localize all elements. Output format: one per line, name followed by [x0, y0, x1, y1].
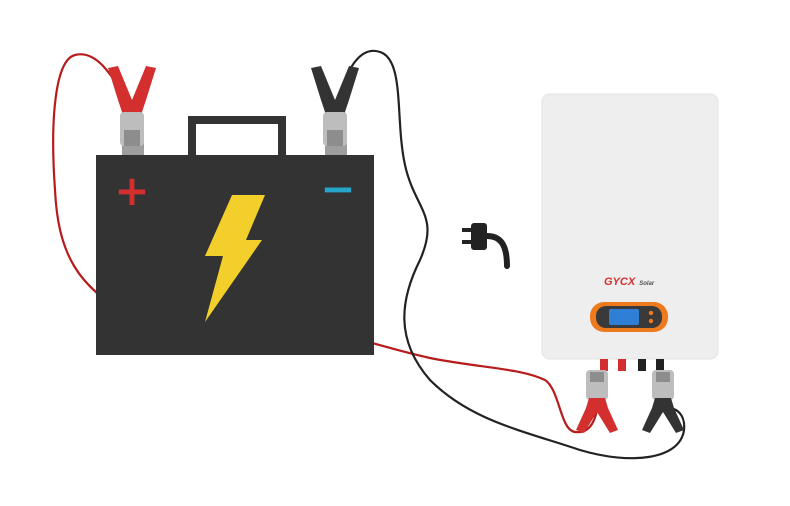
car-battery: + − [96, 116, 374, 355]
clip-jaw-shadow [327, 130, 343, 146]
charger-negative-terminal [656, 359, 664, 371]
charger-positive-terminal [618, 359, 626, 371]
positive-alligator-clip [108, 66, 156, 146]
alligator-clip-icon [311, 66, 359, 142]
brand-main: GYCX [604, 276, 636, 288]
alligator-clip-icon [642, 398, 684, 433]
power-plug-icon [462, 223, 510, 269]
charger-negative-terminal [638, 359, 646, 371]
lightning-bolt-icon [205, 195, 265, 322]
negative-symbol: − [320, 164, 355, 213]
negative-alligator-clip [311, 66, 359, 146]
status-led-icon [648, 318, 654, 324]
alligator-clip-icon [108, 66, 156, 142]
charger-positive-terminal [600, 359, 608, 371]
brand-suffix: Solar [639, 281, 655, 287]
clip-jaw-shadow [656, 372, 670, 382]
brand-logo: GYCX Solar [604, 276, 655, 288]
battery-handle [188, 116, 286, 164]
charger-negative-clip [642, 370, 684, 433]
status-led-icon [648, 310, 654, 316]
battery-charger-unit: GYCX Solar [541, 93, 719, 371]
positive-symbol: + [114, 166, 149, 215]
charger-positive-clip [576, 370, 618, 433]
negative-cable [333, 49, 686, 460]
clip-jaw-shadow [590, 372, 604, 382]
display-screen [609, 309, 639, 325]
clip-jaw-shadow [124, 130, 140, 146]
alligator-clip-icon [576, 398, 618, 433]
charger-housing [541, 93, 719, 360]
